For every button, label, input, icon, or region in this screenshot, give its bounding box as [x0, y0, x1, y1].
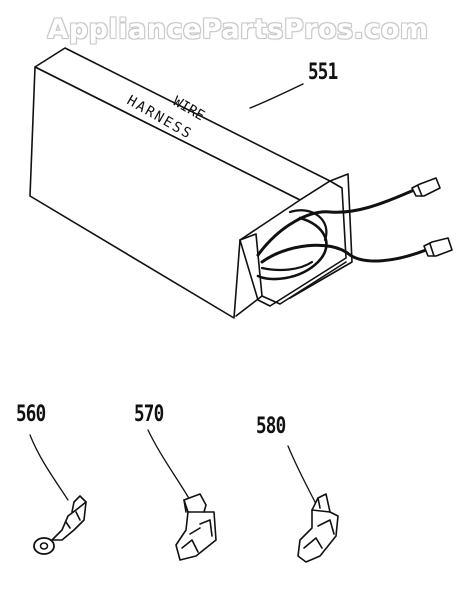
ring-terminal-560 [29, 434, 87, 555]
watermark-logo: AppliancePartsPros.com [47, 14, 429, 45]
flag-terminal-570 [147, 429, 217, 561]
part-number-570: 570 [134, 402, 164, 427]
box-end-flap [289, 173, 353, 299]
part-number-551: 551 [308, 60, 338, 85]
part-number-580: 580 [256, 414, 286, 439]
harness-terminal-lower [423, 237, 453, 257]
wire-harness-box [29, 47, 353, 319]
spade-terminal-580 [287, 445, 339, 563]
harness-terminal-upper [411, 177, 441, 197]
harness-wires [256, 188, 428, 281]
box-opening-edge [235, 233, 263, 317]
leader-551 [249, 83, 304, 109]
box-bottom-edge [261, 261, 347, 305]
part-number-560: 560 [16, 402, 46, 427]
